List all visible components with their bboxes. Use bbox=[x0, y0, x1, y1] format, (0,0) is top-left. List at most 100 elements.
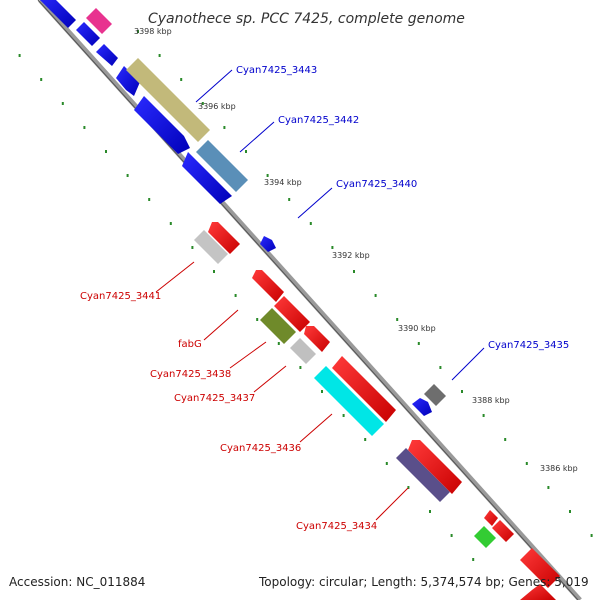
label-cyan7425-3440[interactable]: Cyan7425_3440 bbox=[336, 179, 417, 190]
tick-dot bbox=[213, 270, 215, 273]
label-cyan7425-3436[interactable]: Cyan7425_3436 bbox=[220, 443, 301, 454]
gene-red[interactable] bbox=[484, 510, 498, 526]
tick-dot bbox=[331, 246, 334, 249]
gene-cyan7425-3434[interactable] bbox=[474, 526, 496, 548]
genome-summary-text: Topology: circular; Length: 5,374,574 bp… bbox=[258, 575, 589, 589]
tick-label: 3398 kbp bbox=[134, 27, 172, 36]
reverse-gene-labels: Cyan7425_3441 fabG Cyan7425_3438 Cyan742… bbox=[80, 261, 409, 532]
gene-cyan7425-3435[interactable] bbox=[412, 398, 432, 416]
gene-grey-fwd[interactable] bbox=[424, 384, 446, 406]
tick-dot bbox=[277, 342, 280, 345]
gene-red[interactable] bbox=[492, 520, 514, 542]
tick-dot bbox=[201, 102, 204, 105]
gene-blue[interactable] bbox=[38, 0, 76, 28]
tick-dot bbox=[374, 294, 377, 297]
tick-dot bbox=[191, 246, 194, 249]
label-cyan7425-3438[interactable]: Cyan7425_3438 bbox=[150, 369, 231, 380]
gene-red[interactable] bbox=[304, 326, 330, 352]
tick-dot bbox=[245, 150, 247, 153]
tick-dot bbox=[385, 462, 388, 465]
tick-dot bbox=[288, 198, 291, 201]
gene-blue[interactable] bbox=[134, 96, 190, 154]
label-cyan7425-3435[interactable]: Cyan7425_3435 bbox=[488, 340, 569, 351]
tick-label: 3390 kbp bbox=[398, 324, 436, 333]
tick-dot bbox=[18, 54, 21, 57]
tick-dot bbox=[266, 174, 269, 177]
gene-red[interactable] bbox=[520, 584, 556, 600]
gene-fabg[interactable] bbox=[260, 308, 296, 344]
label-cyan7425-3443[interactable]: Cyan7425_3443 bbox=[236, 65, 317, 76]
accession-text: Accession: NC_011884 bbox=[9, 575, 145, 589]
leader-line bbox=[253, 365, 287, 393]
tick-dot bbox=[342, 414, 345, 417]
label-cyan7425-3437[interactable]: Cyan7425_3437 bbox=[174, 393, 255, 404]
gene-cyan7425-3443[interactable] bbox=[126, 58, 210, 142]
tick-dot bbox=[472, 558, 475, 561]
leader-line bbox=[297, 187, 333, 219]
gene-blue[interactable] bbox=[76, 22, 100, 46]
leader-line bbox=[375, 487, 409, 521]
map-title: Cyanothece sp. PCC 7425, complete genome bbox=[148, 11, 465, 27]
leader-line bbox=[155, 261, 195, 293]
tick-dot bbox=[180, 78, 183, 81]
gene-cyan7425-3437[interactable] bbox=[314, 366, 384, 436]
genome-backbone-shadow bbox=[37, 0, 579, 600]
leader-line bbox=[239, 121, 275, 153]
gene-red[interactable] bbox=[520, 548, 560, 588]
tick-dot bbox=[137, 30, 139, 33]
gene-magenta[interactable] bbox=[86, 8, 112, 34]
tick-dot bbox=[504, 438, 507, 441]
label-cyan7425-3441[interactable]: Cyan7425_3441 bbox=[80, 291, 161, 302]
leader-line bbox=[299, 413, 333, 443]
leader-line bbox=[451, 347, 485, 381]
tick-dot bbox=[353, 270, 355, 273]
tick-dot bbox=[439, 366, 442, 369]
tick-dot bbox=[234, 294, 237, 297]
gene-cyan7425-3438[interactable] bbox=[290, 338, 316, 364]
tick-dot bbox=[417, 342, 420, 345]
gene-cyan7425-3441[interactable] bbox=[194, 230, 228, 264]
tick-dot bbox=[223, 126, 226, 129]
label-fabg[interactable]: fabG bbox=[178, 339, 202, 350]
label-cyan7425-3442[interactable]: Cyan7425_3442 bbox=[278, 115, 359, 126]
tick-label: 3394 kbp bbox=[264, 178, 302, 187]
tick-dot bbox=[61, 102, 64, 105]
gene-red[interactable] bbox=[408, 440, 462, 494]
gene-cyan7425-3440[interactable] bbox=[260, 236, 276, 252]
tick-label: 3392 kbp bbox=[332, 251, 370, 260]
tick-dot bbox=[40, 78, 43, 81]
gene-cyan7425-3436[interactable] bbox=[396, 448, 450, 502]
gene-blue[interactable] bbox=[96, 44, 118, 66]
tick-labels: 3398 kbp 3396 kbp 3394 kbp 3392 kbp 3390… bbox=[134, 27, 578, 473]
gene-blue[interactable] bbox=[182, 152, 232, 204]
tick-dot bbox=[148, 198, 151, 201]
tick-label: 3386 kbp bbox=[540, 464, 578, 473]
tick-dot bbox=[321, 390, 323, 393]
tick-dot bbox=[461, 390, 463, 393]
forward-genes bbox=[38, 0, 446, 416]
gene-red[interactable] bbox=[274, 296, 310, 332]
tick-dot bbox=[590, 534, 593, 537]
gene-red[interactable] bbox=[332, 356, 396, 422]
tick-dot bbox=[364, 438, 367, 441]
leader-line bbox=[195, 69, 233, 103]
gene-red[interactable] bbox=[208, 222, 240, 254]
leader-line bbox=[203, 309, 239, 341]
tick-dot bbox=[547, 486, 550, 489]
gene-red[interactable] bbox=[252, 270, 284, 302]
reverse-genes bbox=[194, 222, 560, 600]
gene-blue[interactable] bbox=[116, 66, 140, 96]
tick-dot bbox=[429, 510, 431, 513]
tick-label: 3396 kbp bbox=[198, 102, 236, 111]
tick-label: 3388 kbp bbox=[472, 396, 510, 405]
tick-dot bbox=[299, 366, 302, 369]
tick-dot bbox=[407, 486, 410, 489]
tick-dot bbox=[525, 462, 528, 465]
tick-dot bbox=[569, 510, 571, 513]
tick-dot bbox=[158, 54, 161, 57]
tick-dot bbox=[309, 222, 312, 225]
label-cyan7425-3434[interactable]: Cyan7425_3434 bbox=[296, 521, 377, 532]
tick-dot bbox=[126, 174, 129, 177]
gene-cyan7425-3442[interactable] bbox=[196, 140, 248, 192]
